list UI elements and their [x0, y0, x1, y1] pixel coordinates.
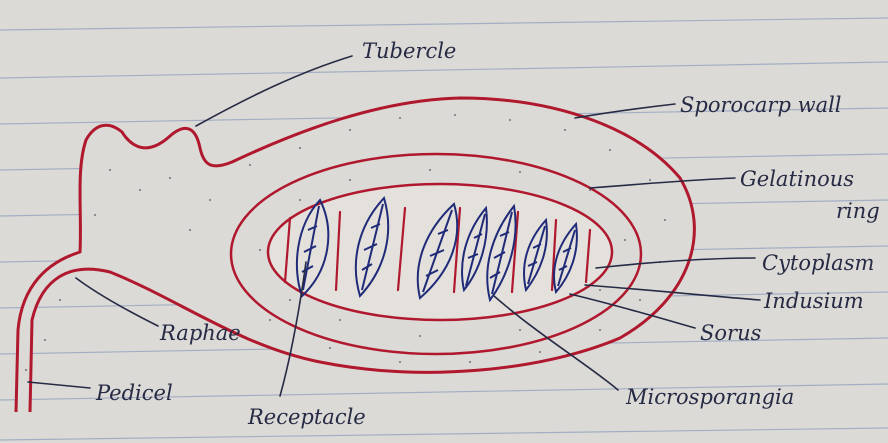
- label-tubercle: Tubercle: [362, 39, 456, 63]
- label-receptacle: Receptacle: [247, 405, 366, 429]
- pointer-pedicel: [28, 382, 90, 388]
- pointer-tubercle: [196, 56, 352, 126]
- pointer-sporocarp-wall: [575, 104, 675, 118]
- label-indusium: Indusium: [763, 289, 864, 313]
- label-microsporangia: Microsporangia: [625, 385, 794, 409]
- label-sorus: Sorus: [700, 321, 762, 345]
- label-ring: ring: [836, 199, 880, 223]
- label-cytoplasm: Cytoplasm: [762, 251, 874, 275]
- label-gelatinous: Gelatinous: [740, 167, 854, 191]
- label-sporocarp-wall: Sporocarp wall: [680, 93, 842, 117]
- label-pedicel: Pedicel: [95, 381, 173, 405]
- label-raphae: Raphae: [159, 321, 241, 345]
